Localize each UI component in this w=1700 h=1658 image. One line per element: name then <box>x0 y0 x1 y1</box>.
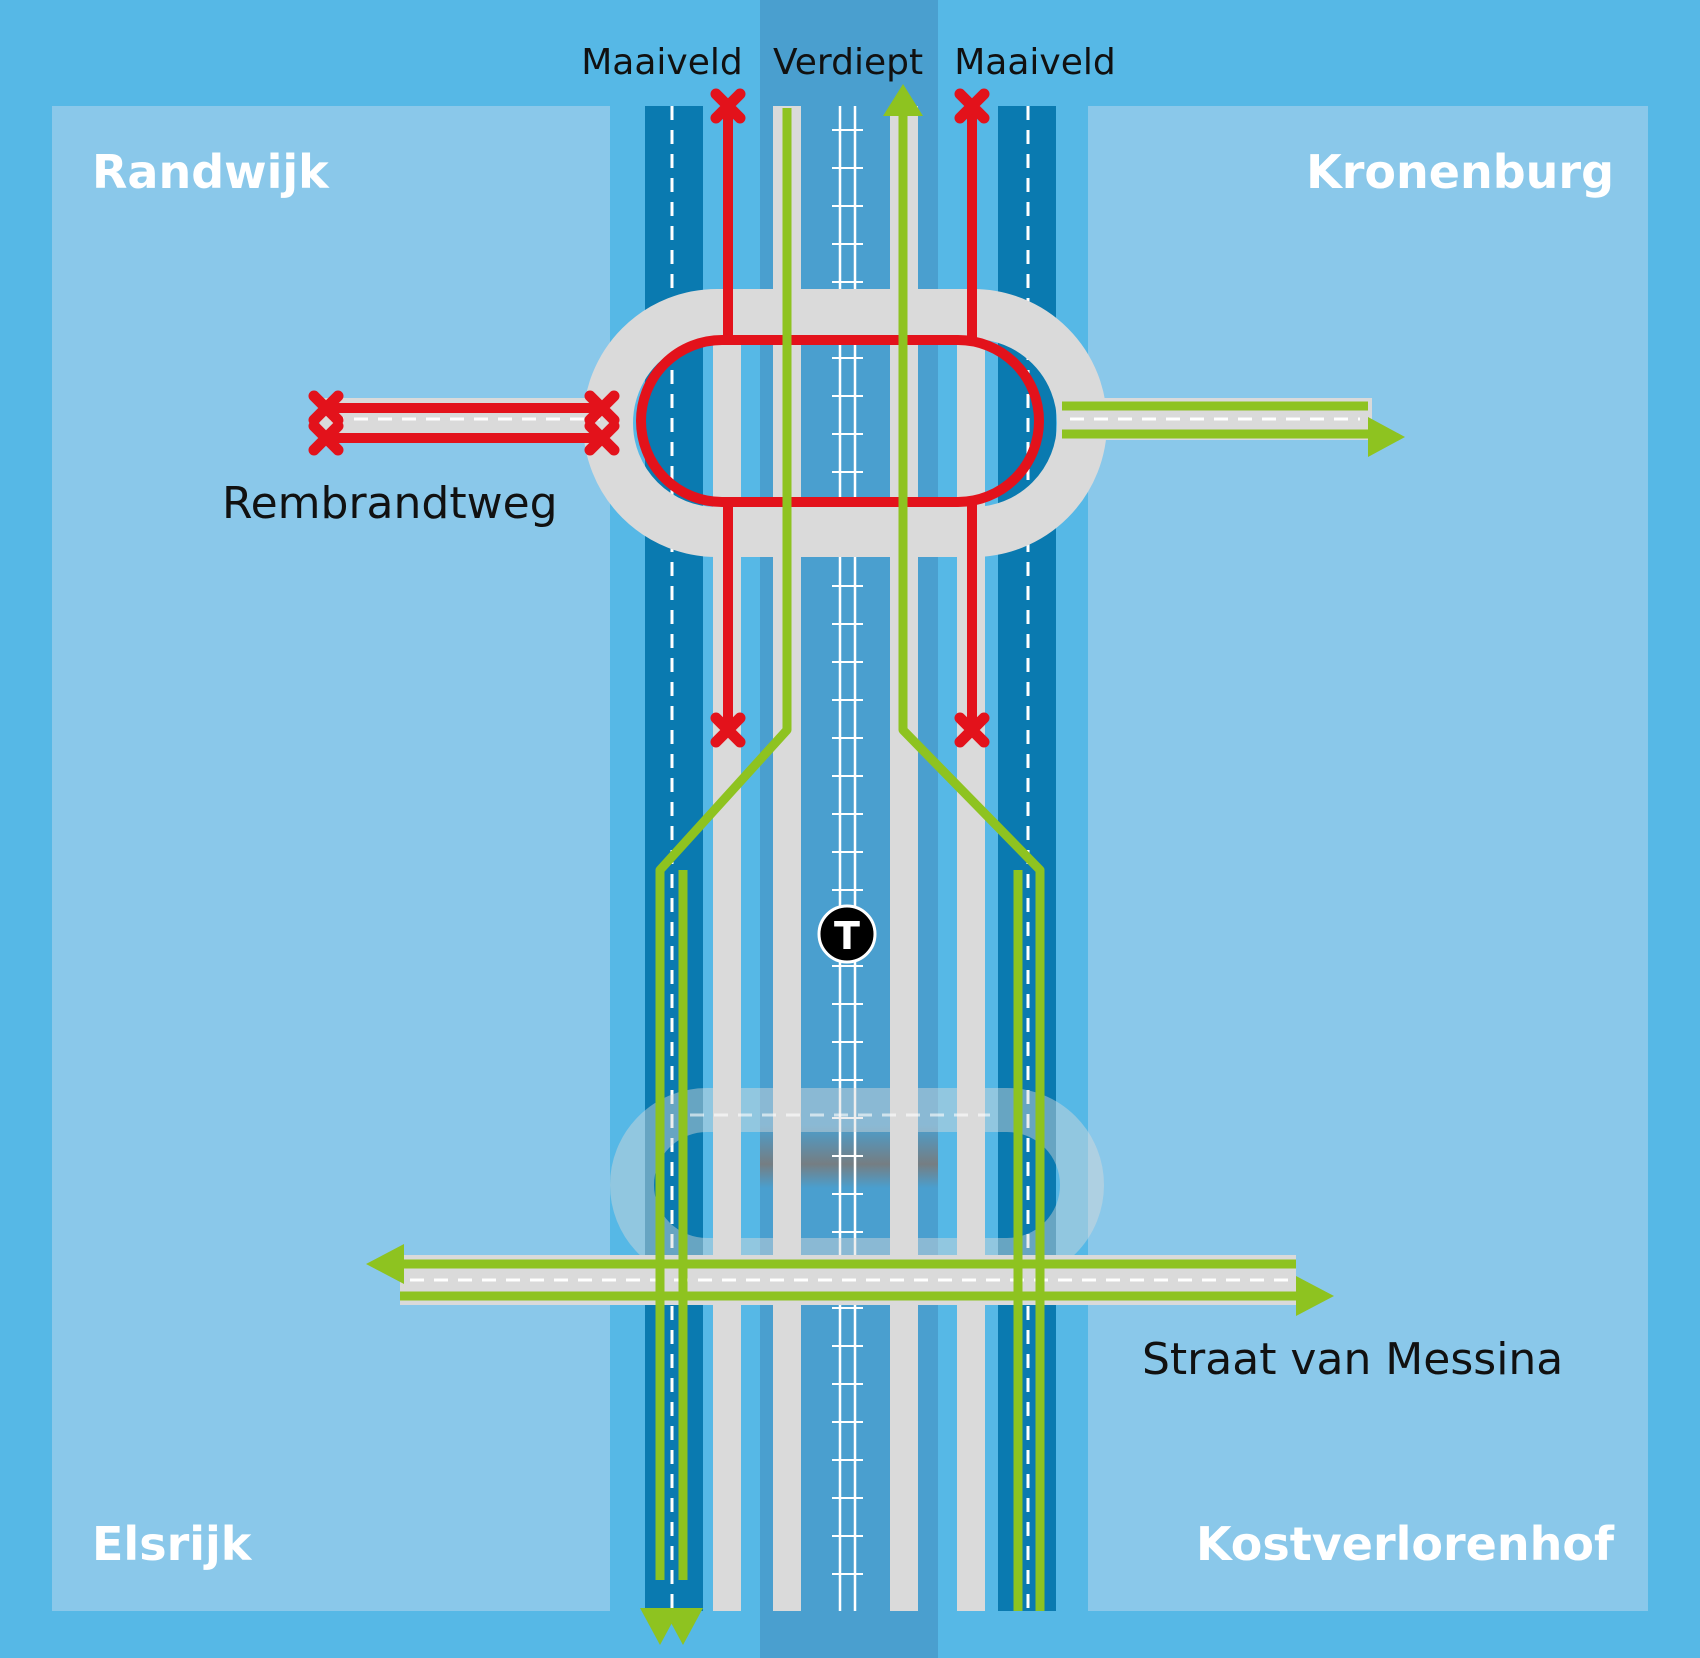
tram-track <box>838 106 857 1611</box>
district-kostverlorenhof: Kostverlorenhof <box>1196 1517 1615 1571</box>
arrow-up-icon <box>883 84 923 116</box>
arrow-left-icon <box>366 1244 404 1284</box>
tram-stop-icon: T <box>817 904 877 964</box>
level-label-center: Verdiept <box>773 42 923 83</box>
level-label-left: Maaiveld <box>581 42 743 83</box>
arrow-right-icon <box>1296 1276 1334 1316</box>
street-label-straat-van-messina: Straat van Messina <box>1142 1334 1563 1385</box>
open-routes <box>400 108 1368 1611</box>
arrow-down-icon <box>663 1608 703 1645</box>
arrow-right-icon <box>1368 417 1405 457</box>
tram-track-ties <box>832 129 863 1575</box>
closed-routes <box>326 106 1044 728</box>
land-east <box>1088 106 1648 1611</box>
district-randwijk: Randwijk <box>92 145 330 199</box>
open-arrowheads <box>366 84 1405 1645</box>
level-label-right: Maaiveld <box>954 42 1116 83</box>
district-kronenburg: Kronenburg <box>1306 145 1614 199</box>
svg-text:T: T <box>834 914 860 958</box>
closed-x-icons <box>308 88 990 748</box>
land-west <box>52 106 610 1611</box>
street-label-rembrandtweg: Rembrandtweg <box>222 478 558 529</box>
district-elsrijk: Elsrijk <box>92 1517 253 1571</box>
